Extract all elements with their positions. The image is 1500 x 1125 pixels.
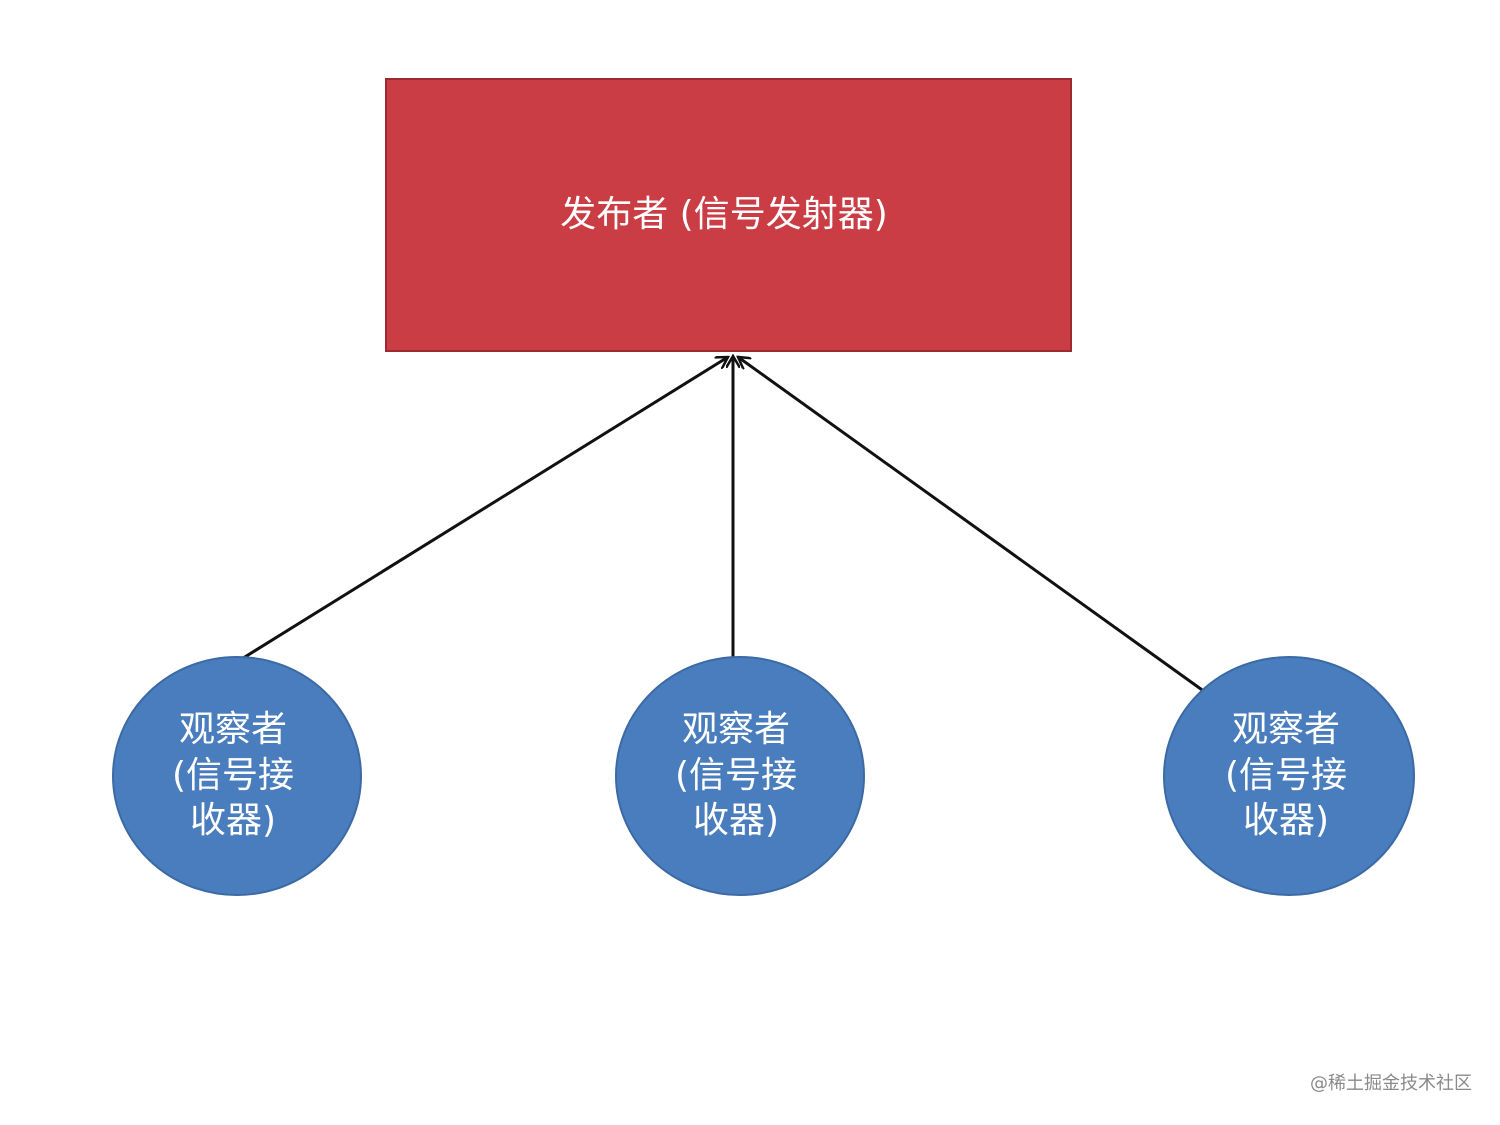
observer-circle-1 <box>112 656 362 896</box>
observer-circle-2 <box>615 656 865 896</box>
watermark-text: @稀土掘金技术社区 <box>1310 1073 1472 1094</box>
publisher-box <box>385 78 1072 352</box>
observer-node-2: 观察者 (信号接 收器) <box>615 656 865 896</box>
observer-circle-3 <box>1163 656 1415 896</box>
observer-node-1: 观察者 (信号接 收器) <box>112 656 362 896</box>
observer-label-line-2: (信号接 <box>675 755 797 796</box>
edge-observer-3-to-publisher <box>738 357 1206 694</box>
publisher-label: 发布者 (信号发射器) <box>560 194 888 235</box>
observer-label-line-1: 观察者 <box>179 709 287 750</box>
observer-label-line-1: 观察者 <box>682 709 790 750</box>
observer-label-line-1: 观察者 <box>1232 709 1340 750</box>
observer-label-line-3: 收器) <box>693 800 779 841</box>
edge-observer-1-to-publisher <box>239 357 728 662</box>
observer-label-line-3: 收器) <box>1243 800 1329 841</box>
observer-label-line-3: 收器) <box>190 800 276 841</box>
observer-node-3: 观察者 (信号接 收器) <box>1163 656 1415 896</box>
publisher-node: 发布者 (信号发射器) <box>385 78 1072 352</box>
observer-label-line-2: (信号接 <box>172 755 294 796</box>
observer-label-line-2: (信号接 <box>1225 755 1347 796</box>
